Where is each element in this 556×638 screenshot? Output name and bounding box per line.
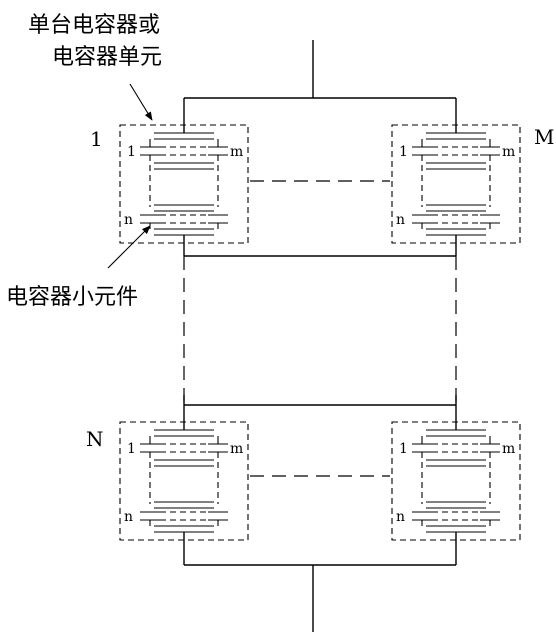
- element-label-arrow: [107, 225, 151, 269]
- elem-index-n: n: [396, 509, 405, 525]
- elem-index-m: m: [230, 441, 243, 457]
- elem-index-m: m: [230, 144, 243, 160]
- unit-label-arrow: [129, 83, 153, 121]
- elem-index-1: 1: [399, 441, 408, 457]
- elem-index-1: 1: [399, 144, 408, 160]
- capacitor-unit-row1-colM: [391, 124, 521, 244]
- unit-label-line1: 单台电容器或: [28, 13, 160, 38]
- capacitor-unit-rowN-col1: [119, 421, 249, 541]
- elem-index-1: 1: [127, 144, 136, 160]
- row-index-last: N: [86, 427, 104, 451]
- unit-label-line2: 电容器单元: [52, 45, 162, 70]
- row-index-first: 1: [90, 127, 103, 151]
- elem-index-m: m: [502, 441, 515, 457]
- elem-index-m: m: [502, 144, 515, 160]
- element-label: 电容器小元件: [6, 285, 138, 310]
- elem-index-n: n: [124, 509, 133, 525]
- capacitor-unit-rowN-colM: [391, 421, 521, 541]
- elem-index-n: n: [124, 212, 133, 228]
- elem-index-1: 1: [127, 441, 136, 457]
- elem-index-n: n: [396, 212, 405, 228]
- capacitor-unit-row1-col1: [119, 124, 249, 244]
- column-index-last: M: [534, 125, 554, 149]
